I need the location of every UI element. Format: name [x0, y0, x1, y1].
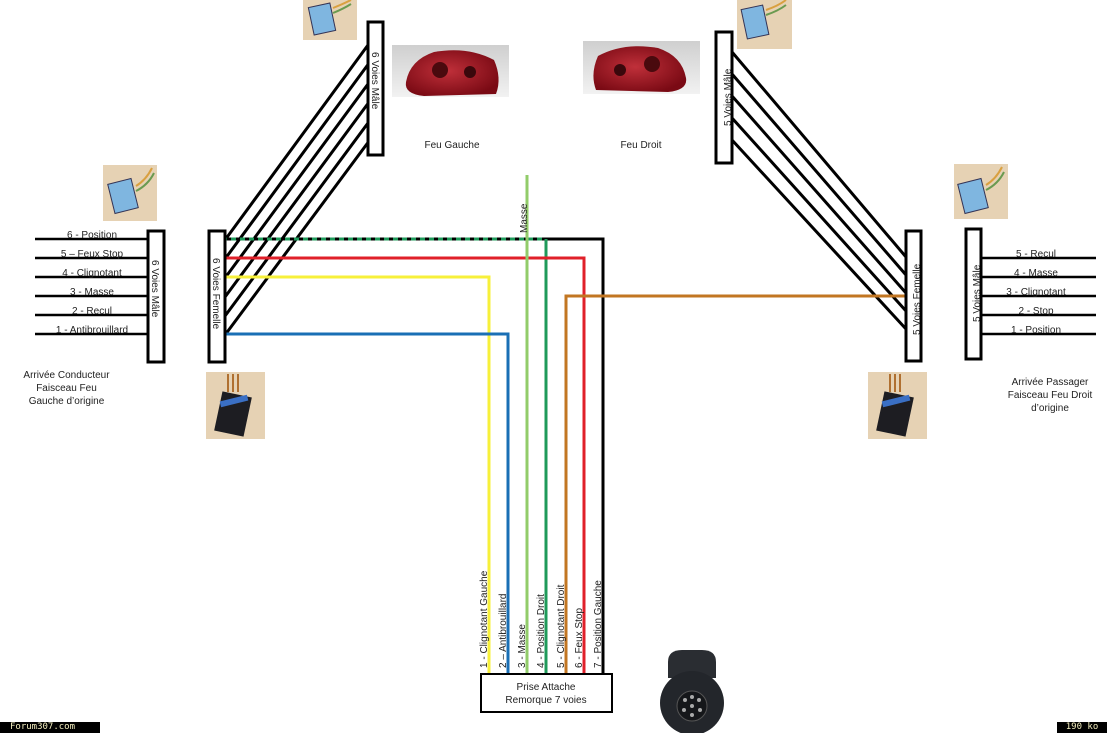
wire-orange-clignotant-droit	[564, 294, 906, 675]
right-pin-label: 4 - Masse	[1014, 268, 1058, 279]
harness-wire	[223, 102, 370, 298]
right-harness-wires	[730, 51, 908, 331]
right-harness-caption: Arrivée Passager Faisceau Feu Droit d’or…	[995, 376, 1105, 415]
right-pin-label: 5 - Recul	[1016, 249, 1056, 260]
label-feu-gauche: Feu Gauche	[424, 140, 479, 151]
socket-wire-label: 6 - Feux Stop	[574, 608, 585, 668]
wire-yellow-clignotant-gauche	[225, 275, 491, 675]
right-pin-lines: 5 - Recul 4 - Masse 3 - Clignotant 2 - Stop…	[981, 249, 1096, 336]
trailer-socket-box: Prise Attache Remorque 7 voies	[480, 673, 613, 713]
svg-text:5 Voies Mâle: 5 Voies Mâle	[972, 264, 983, 322]
harness-wire	[223, 122, 370, 317]
wire-blue-antibrouillard	[225, 332, 510, 675]
svg-text:6 Voies Mâle: 6 Voies Mâle	[149, 260, 160, 318]
svg-text:Remorque 7 voies: Remorque 7 voies	[505, 695, 586, 706]
left-harness-caption: Arrivée Conducteur Faisceau Feu Gauche d…	[10, 369, 123, 408]
harness-wire	[730, 95, 908, 294]
connector-left-top-male: 6 Voies Mâle	[366, 20, 385, 157]
caption-line: Arrivée Conducteur	[23, 370, 110, 381]
left-pin-label: 6 - Position	[67, 230, 117, 241]
harness-photo-right	[868, 372, 927, 439]
left-pin-lines: 6 - Position 5 – Feux Stop 4 - Clignotant 3…	[35, 230, 148, 336]
connector-right-female: 5 Voies Femelle	[904, 229, 923, 363]
connector-photo-top-right	[737, 0, 792, 49]
socket-wire-label: 4 - Position Droit	[536, 594, 547, 668]
connector-photo-right	[954, 164, 1008, 219]
caption-line: Faisceau Feu Droit	[1007, 390, 1093, 401]
svg-text:6 Voies Femelle: 6 Voies Femelle	[210, 258, 221, 330]
harness-wire	[730, 51, 908, 258]
harness-photo-left	[206, 372, 265, 439]
right-pin-label: 1 - Position	[1011, 325, 1061, 336]
harness-wire	[730, 73, 908, 276]
caption-line: Faisceau Feu	[36, 383, 97, 394]
svg-text:5 Voies Femelle: 5 Voies Femelle	[912, 263, 923, 335]
left-harness-wires	[223, 44, 370, 336]
svg-text:6 Voies Mâle: 6 Voies Mâle	[369, 52, 380, 110]
connector-left-female: 6 Voies Femelle	[207, 229, 227, 364]
socket-wire-labels: 1 - Clignotant Gauche 2 – Antibrouillard 3…	[479, 570, 604, 668]
connector-photo-left	[103, 165, 157, 221]
caption-line: Arrivée Passager	[1011, 377, 1089, 388]
left-pin-label: 5 – Feux Stop	[61, 249, 124, 260]
left-pin-label: 1 - Antibrouillard	[56, 325, 128, 336]
trailer-socket-image	[660, 650, 724, 733]
tail-lamp-right-image	[583, 41, 700, 94]
harness-wire	[223, 63, 370, 260]
connector-right-male: 5 Voies Mâle	[964, 227, 983, 361]
connector-right-top-male: 5 Voies Mâle	[714, 30, 734, 165]
right-pin-label: 2 - Stop	[1018, 306, 1053, 317]
harness-wire	[223, 44, 370, 241]
svg-text:Prise Attache: Prise Attache	[517, 682, 576, 693]
socket-wiring	[222, 175, 906, 675]
caption-line: Gauche d’origine	[28, 396, 105, 407]
connector-left-male: 6 Voies Mâle	[146, 229, 166, 364]
svg-text:5 Voies Mâle: 5 Voies Mâle	[723, 68, 734, 126]
connector-photo-top-left	[303, 0, 357, 40]
socket-wire-label: 3 - Masse	[517, 624, 528, 668]
harness-wire	[730, 138, 908, 331]
socket-wire-label: 5 - Clignotant Droit	[556, 584, 567, 668]
left-pin-label: 4 - Clignotant	[62, 268, 122, 279]
socket-wire-label: 7 - Position Gauche	[593, 580, 604, 668]
label-masse: Masse	[519, 203, 530, 233]
socket-wire-label: 2 – Antibrouillard	[498, 594, 509, 669]
caption-line: d’origine	[1031, 403, 1069, 414]
harness-wire	[223, 83, 370, 279]
footer-site-badge: Forum307.com	[0, 722, 100, 733]
left-pin-label: 3 - Masse	[70, 287, 114, 298]
socket-wire-label: 1 - Clignotant Gauche	[479, 570, 490, 668]
tail-lamp-left-image	[392, 45, 509, 97]
right-pin-label: 3 - Clignotant	[1006, 287, 1066, 298]
footer-size-badge: 190 ko	[1057, 722, 1107, 733]
left-pin-label: 2 - Recul	[72, 306, 112, 317]
label-feu-droit: Feu Droit	[620, 140, 661, 151]
wire-red-feux-stop	[225, 256, 586, 675]
harness-wire	[730, 116, 908, 313]
